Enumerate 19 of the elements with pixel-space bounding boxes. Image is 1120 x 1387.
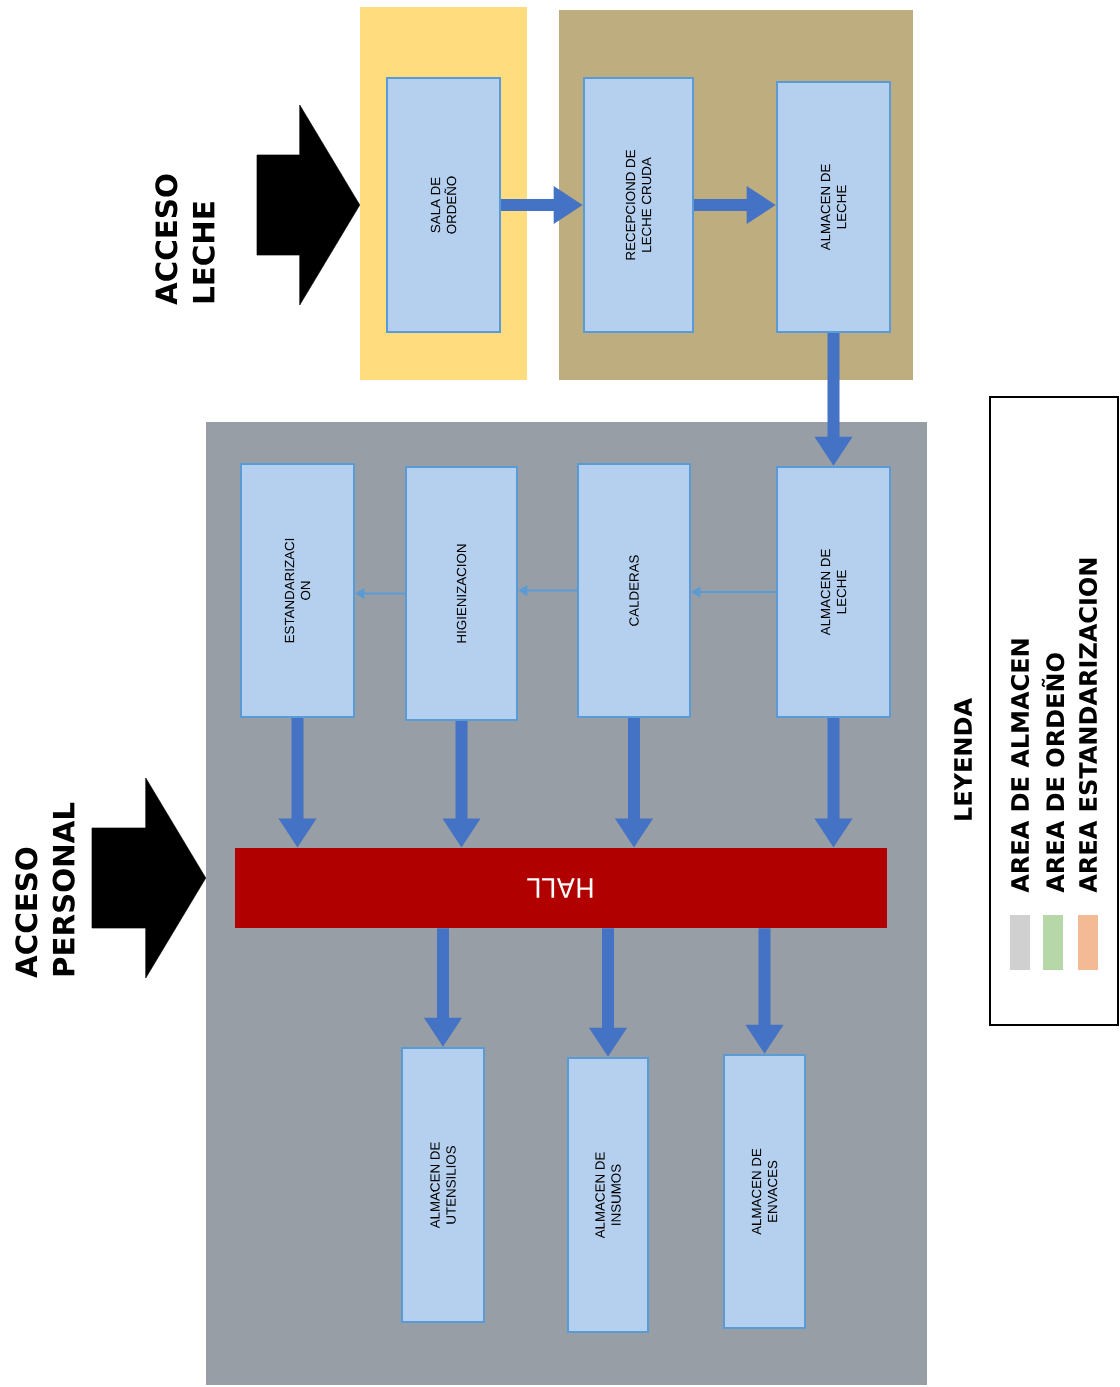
- process-box: ALMACEN DE ENVACES: [723, 1054, 806, 1329]
- block-arrow: [91, 777, 207, 979]
- legend-label: AREA ESTANDARIZACION: [1078, 558, 1098, 893]
- process-box: HIGIENIZACION: [405, 466, 518, 721]
- access-label: ACCESO PERSONAL: [15, 802, 75, 978]
- process-box: CALDERAS: [577, 463, 691, 718]
- process-box: ALMACEN DE LECHE: [776, 81, 891, 333]
- block-arrow: [256, 104, 361, 306]
- legend-title: LEYENDA: [954, 698, 972, 820]
- process-box: ALMACEN DE UTENSILIOS: [401, 1047, 485, 1323]
- hall-bar: HALL: [235, 848, 887, 928]
- process-box: ALMACEN DE INSUMOS: [567, 1057, 649, 1333]
- legend-label: AREA DE ORDEÑO: [1041, 653, 1065, 893]
- access-label: ACCESO LECHE: [155, 174, 215, 305]
- process-box: ESTANDARIZACI ON: [240, 463, 355, 718]
- process-box: SALA DE ORDEÑO: [386, 77, 501, 333]
- process-box: RECEPCIOND DE LECHE CRUDA: [583, 77, 694, 333]
- process-box: ALMACEN DE LECHE: [776, 466, 891, 718]
- legend-label: AREA DE ALMACEN: [1010, 639, 1030, 893]
